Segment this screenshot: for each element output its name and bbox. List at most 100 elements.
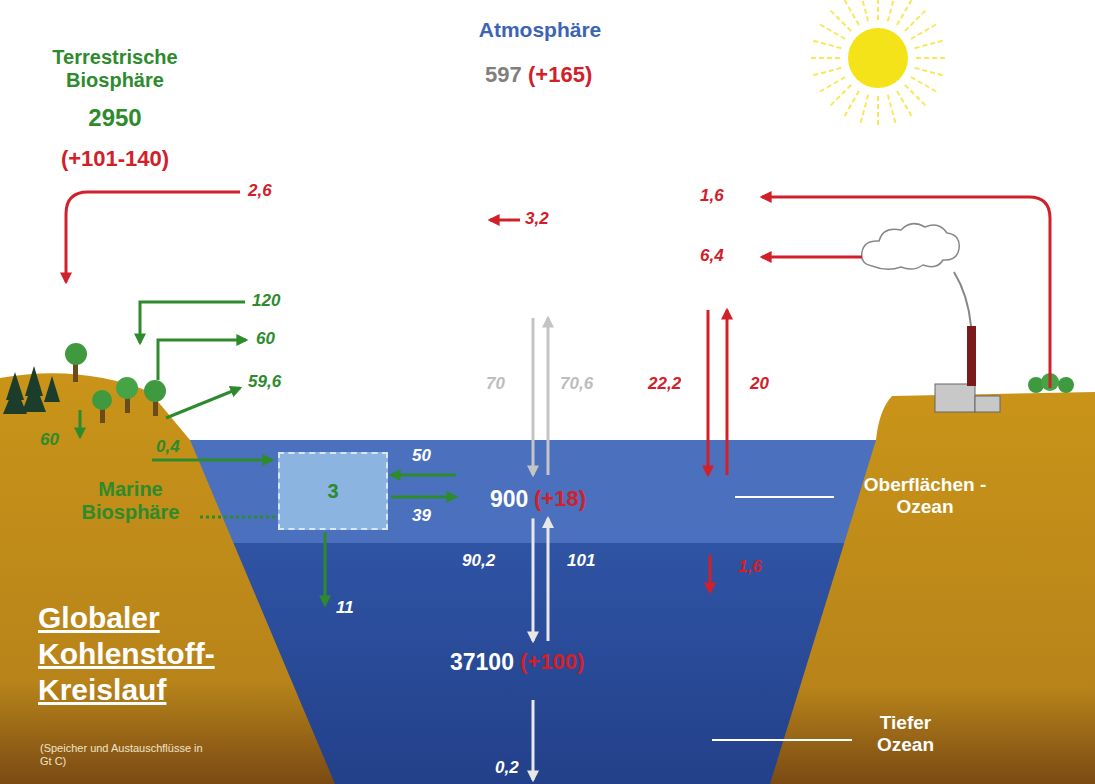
flux-value: 70,6 xyxy=(560,374,593,394)
flux-value: 60 xyxy=(256,329,275,349)
flux-value: 20 xyxy=(750,374,769,394)
surface-ocean-band: 900(+18) 3 xyxy=(200,440,870,543)
sun-ray xyxy=(877,0,879,20)
flux-arrow xyxy=(532,700,535,780)
flux-value: 120 xyxy=(252,291,280,311)
flux-connector xyxy=(391,496,456,499)
flux-value: 0,2 xyxy=(495,758,519,778)
shrub xyxy=(1058,377,1074,393)
left-land xyxy=(0,373,335,784)
sun-ray xyxy=(905,85,926,106)
reservoir-value: 900 xyxy=(490,486,528,512)
flux-value: 3,2 xyxy=(525,209,549,229)
right-land xyxy=(770,392,1095,784)
flux-value: 1,6 xyxy=(700,186,724,206)
sun-ray xyxy=(844,91,859,117)
reservoir-value: 2950 xyxy=(20,104,210,132)
region-label: Tiefer Ozean xyxy=(858,712,953,756)
flux-value: 2,6 xyxy=(248,181,272,201)
flux-connector xyxy=(532,518,535,641)
sun-ray xyxy=(819,24,845,39)
sun-rays xyxy=(810,0,946,126)
sun-ray xyxy=(812,68,841,76)
leader-line xyxy=(712,739,852,741)
flux-arrow xyxy=(166,388,240,418)
sun-ray xyxy=(905,10,926,31)
flux-arrow xyxy=(709,555,712,592)
reservoir-name: Terrestrische Biosphäre xyxy=(20,46,210,92)
sun-ray xyxy=(911,24,937,39)
reservoir-name: Marine Biosphäre xyxy=(68,478,193,524)
sun-ray xyxy=(860,0,868,21)
flux-value: 70 xyxy=(486,374,505,394)
sun-ray xyxy=(897,0,912,25)
sun-ray xyxy=(916,57,946,59)
conifer xyxy=(22,380,46,412)
units-note: (Speicher und Austauschflüsse in Gt C) xyxy=(40,742,205,767)
sun-ray xyxy=(888,0,896,21)
flux-value: 59,6 xyxy=(248,372,281,392)
flux-value: 39 xyxy=(412,506,431,526)
reservoir-change: (+165) xyxy=(528,62,592,87)
flux-arrow xyxy=(547,318,550,475)
flux-arrow xyxy=(140,302,245,343)
reservoir-value: 597 xyxy=(485,62,522,87)
flux-value: 22,2 xyxy=(648,374,681,394)
reservoir-change: (+18) xyxy=(534,486,586,511)
tree-crown xyxy=(65,343,87,365)
flux-value: 50 xyxy=(412,446,431,466)
smoke-cloud xyxy=(862,224,960,270)
reservoir-value: 3 xyxy=(327,480,338,503)
tree-crown xyxy=(92,390,112,410)
flux-arrow xyxy=(762,256,862,259)
flux-arrow xyxy=(66,192,240,282)
conifer xyxy=(44,376,60,402)
conifer-trees xyxy=(3,366,60,414)
flux-value: 11 xyxy=(336,598,354,618)
factory xyxy=(862,224,1000,412)
sun-ray xyxy=(915,68,944,76)
reservoir-change: (+101-140) xyxy=(20,146,210,171)
sun-ray xyxy=(877,96,879,126)
sun-ray xyxy=(888,95,896,124)
flux-arrow xyxy=(726,310,729,475)
flux-connector xyxy=(391,474,456,477)
flux-connector xyxy=(547,518,550,641)
sun-ray xyxy=(819,77,845,92)
flux-value: 101 xyxy=(567,551,595,571)
flux-arrow xyxy=(532,318,535,475)
deciduous-trees xyxy=(65,343,1074,423)
sun-ray xyxy=(812,40,841,48)
sun-ray xyxy=(830,10,851,31)
sun-ray xyxy=(810,57,840,59)
smoke-trail xyxy=(954,272,971,326)
flux-connector xyxy=(324,532,327,605)
flux-value: 6,4 xyxy=(700,246,724,266)
sun-ray xyxy=(844,0,859,25)
tree-crown xyxy=(116,377,138,399)
reservoir-name: Atmosphäre xyxy=(440,18,640,42)
surface-ocean xyxy=(140,440,910,543)
flux-value: 0,4 xyxy=(156,437,180,457)
factory-annex xyxy=(975,396,1000,412)
reservoir-change: (+100) xyxy=(520,649,584,674)
sun xyxy=(848,28,908,88)
region-label: Oberflächen - Ozean xyxy=(840,474,1010,518)
marine-biosphere-box: 3 xyxy=(278,452,388,530)
diagram-title: Globaler Kohlenstoff- Kreislauf xyxy=(38,600,238,708)
flux-arrow xyxy=(79,410,82,437)
tree-crown xyxy=(144,380,166,402)
flux-arrow xyxy=(707,310,710,475)
sun-ray xyxy=(830,85,851,106)
flux-arrow xyxy=(762,197,1050,388)
flux-value: 1,6 xyxy=(738,557,762,577)
sun-ray xyxy=(911,77,937,92)
reservoir-value: 37100 xyxy=(450,649,514,675)
chimney xyxy=(967,326,976,386)
leader-line xyxy=(200,516,275,519)
leader-line xyxy=(735,496,834,498)
flux-value: 60 xyxy=(40,430,59,450)
sun-ray xyxy=(897,91,912,117)
factory-building xyxy=(935,384,975,412)
